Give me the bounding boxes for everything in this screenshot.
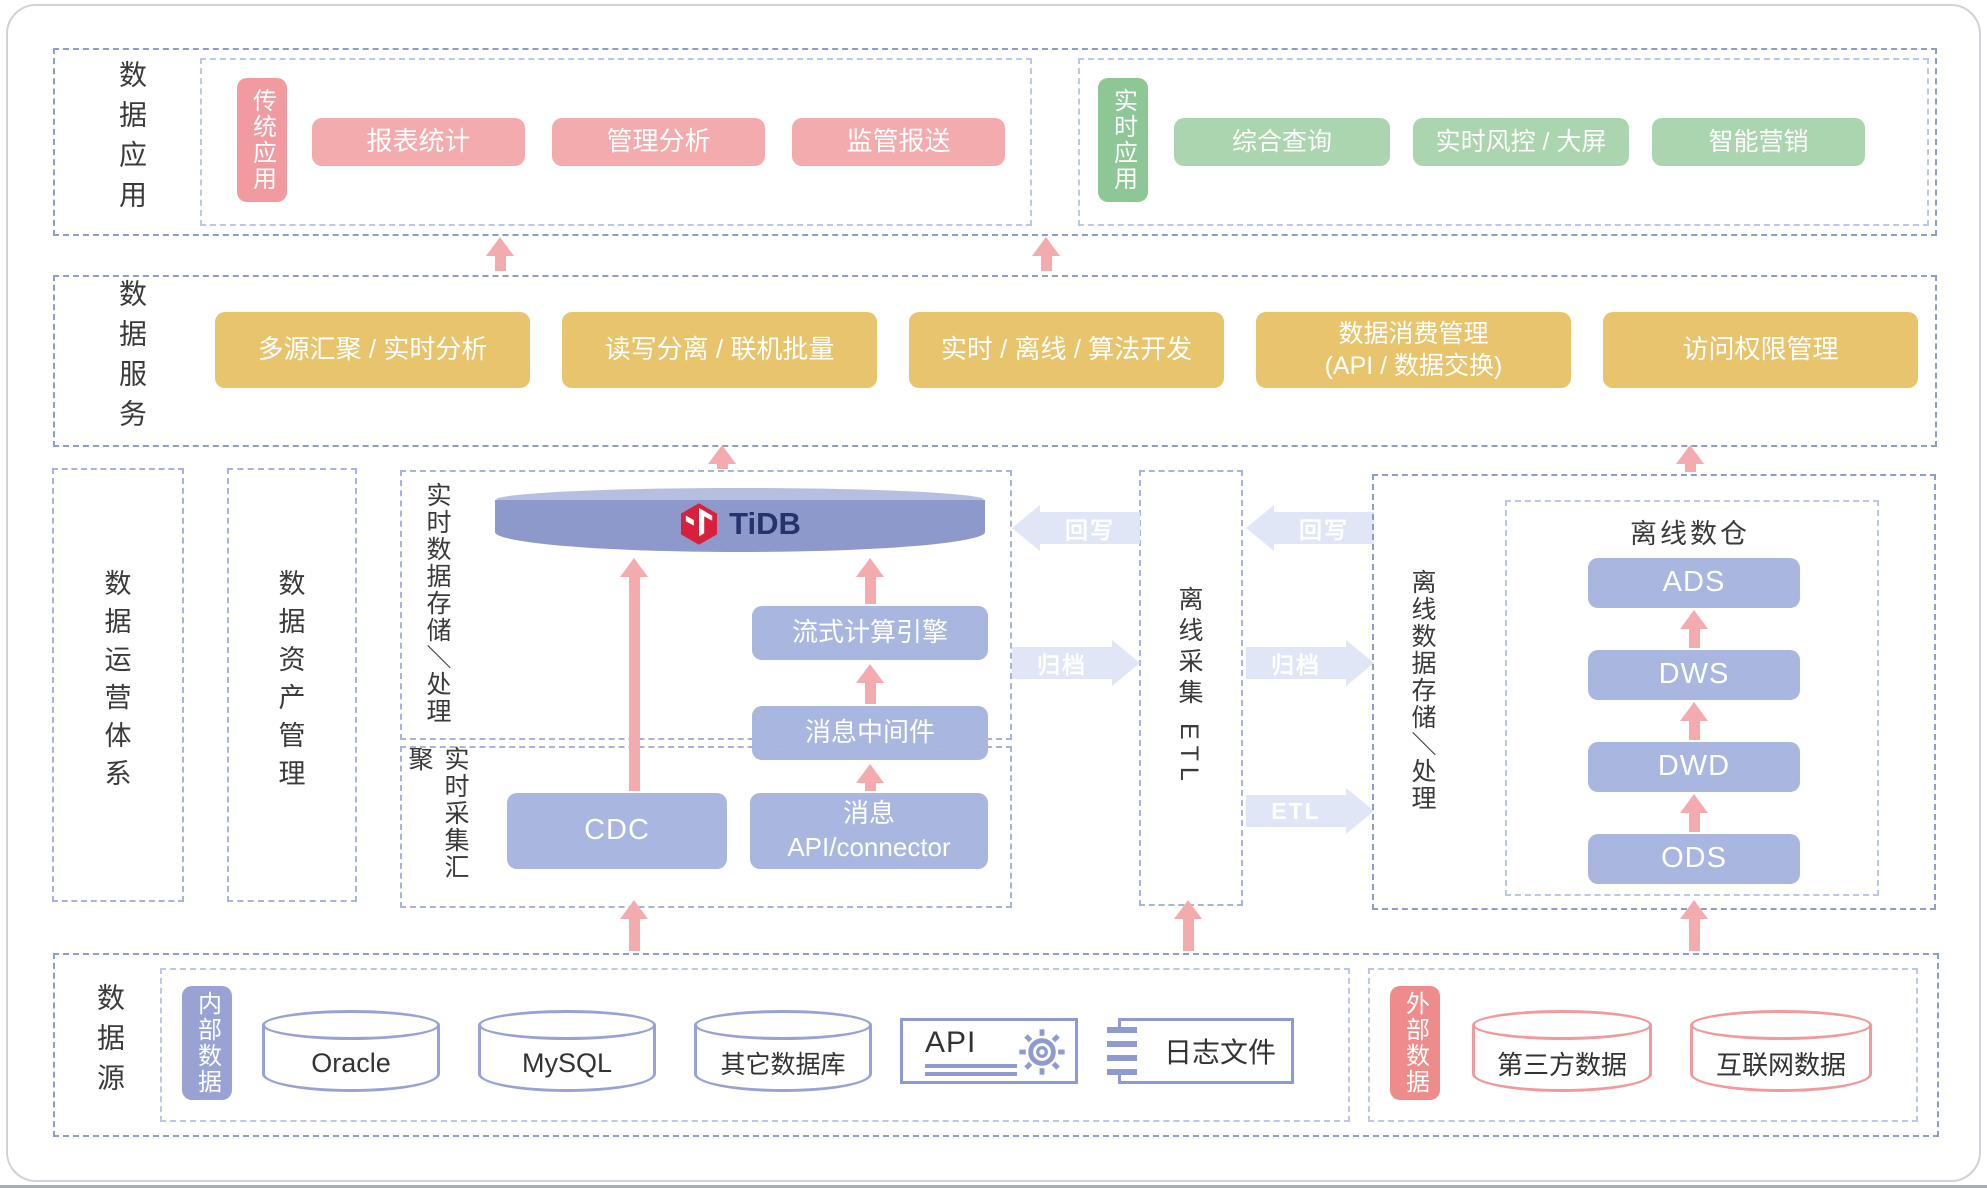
arrow-head	[486, 237, 514, 256]
data-source-section	[53, 953, 1939, 1137]
offline-warehouse-title: 离线数仓	[1630, 519, 1750, 549]
offline-etl-label: 离线采集 ETL	[1175, 585, 1203, 787]
service-button-data-consumption: 数据消费管理 (API / 数据交换)	[1256, 312, 1571, 388]
app-button-report-stats: 报表统计	[312, 118, 525, 166]
db-cylinder-thirdparty: 第三方数据	[1472, 1010, 1652, 1092]
internal-data-group	[160, 968, 1350, 1122]
arrow-stem	[494, 256, 506, 271]
realtime-storage-box	[400, 470, 1012, 740]
warehouse-layer-dws: DWS	[1588, 650, 1800, 700]
data-asset-label: 数据资产管理	[274, 569, 305, 797]
arrow-up-tidb-to-service	[708, 445, 736, 469]
arrow-up-dwd-to-dws	[1680, 702, 1708, 740]
gear-icon	[1019, 1029, 1065, 1075]
warehouse-layer-ads: ADS	[1588, 558, 1800, 608]
db-cylinder-other: 其它数据库	[694, 1010, 872, 1092]
app-button-smart-marketing: 智能营销	[1652, 118, 1865, 166]
data-application-label-text: 数据应用	[116, 60, 147, 220]
realtime-app-group	[1078, 58, 1929, 226]
db-cylinder-oracle: Oracle	[262, 1010, 440, 1092]
traditional-app-tag: 传统应用	[237, 78, 287, 202]
realtime-app-tag: 实时应用	[1098, 78, 1148, 202]
data-application-label: 数据应用	[95, 48, 167, 232]
stream-engine-button: 流式计算引擎	[752, 606, 988, 660]
message-middleware-button: 消息中间件	[752, 706, 988, 760]
api-label: API	[925, 1026, 977, 1059]
app-button-comprehensive-query: 综合查询	[1174, 118, 1390, 166]
data-asset-box	[227, 468, 357, 902]
writeback-arrow-to-tidb: 回写	[1012, 505, 1140, 551]
arrow-up-msgapi-to-middleware	[856, 764, 884, 791]
log-lines-icon	[1107, 1027, 1137, 1075]
warehouse-layer-ods: ODS	[1588, 834, 1800, 884]
arrow-up-source-to-collect	[620, 900, 648, 951]
data-operation-box	[52, 468, 184, 902]
api-text-block: API	[925, 1021, 1017, 1081]
internal-data-tag: 内部数据	[182, 986, 232, 1100]
api-underline	[925, 1072, 1017, 1076]
data-service-label-text: 数据服务	[116, 279, 147, 439]
api-underline	[925, 1064, 1017, 1068]
db-cylinder-internet: 互联网数据	[1690, 1010, 1872, 1092]
arrow-up-source-to-etl	[1174, 900, 1202, 951]
arrow-up-stream-to-tidb	[856, 558, 884, 604]
service-button-access-control: 访问权限管理	[1603, 312, 1918, 388]
tidb-label: TiDB	[729, 506, 801, 541]
service-button-readwrite-split: 读写分离 / 联机批量	[562, 312, 877, 388]
realtime-collect-box	[400, 746, 1012, 908]
tidb-logo-icon	[681, 503, 718, 545]
log-file-label: 日志文件	[1163, 1037, 1276, 1068]
arrow-up-service-to-app-right	[1032, 237, 1060, 271]
archive-arrow-to-offline: 归档	[1246, 640, 1374, 686]
cdc-button: CDC	[507, 793, 727, 869]
writeback-arrow-to-etl: 回写	[1246, 505, 1374, 551]
offline-storage-box	[1372, 474, 1936, 910]
arrow-up-ods-to-dwd	[1680, 794, 1708, 832]
log-file-box: 日志文件	[1107, 1018, 1294, 1084]
warehouse-layer-dwd: DWD	[1588, 742, 1800, 792]
cylinder-top	[262, 1010, 440, 1040]
external-data-tag: 外部数据	[1390, 986, 1440, 1100]
data-application-section	[53, 48, 1937, 236]
archive-arrow-from-tidb: 归档	[1012, 640, 1140, 686]
offline-storage-label: 离线数据存储＼处理	[1408, 568, 1436, 812]
external-data-group	[1368, 968, 1918, 1122]
arrow-up-cdc-to-tidb	[620, 558, 648, 791]
arrow-up-service-to-app-left	[486, 237, 514, 271]
realtime-collect-label: 实时采集汇聚	[405, 746, 469, 881]
arrow-stem	[1040, 256, 1052, 271]
data-service-section	[53, 275, 1937, 447]
realtime-app-tag-text: 实时应用	[1109, 88, 1137, 192]
arrow-up-offline-to-service	[1676, 445, 1704, 472]
data-service-label: 数据服务	[95, 275, 167, 443]
data-operation-label: 数据运营体系	[100, 569, 131, 797]
arrow-up-dws-to-ads	[1680, 610, 1708, 648]
offline-warehouse-box	[1505, 500, 1879, 896]
arrow-up-source-to-offline	[1680, 900, 1708, 951]
app-button-mgmt-analysis: 管理分析	[552, 118, 765, 166]
message-api-connector-button: 消息 API/connector	[750, 793, 988, 869]
etl-arrow-to-offline: ETL	[1246, 788, 1374, 834]
tidb-cylinder: TiDB	[495, 488, 985, 552]
service-button-multisource-analysis: 多源汇聚 / 实时分析	[215, 312, 530, 388]
app-button-regulatory-report: 监管报送	[792, 118, 1005, 166]
service-button-algorithm-dev: 实时 / 离线 / 算法开发	[909, 312, 1224, 388]
cylinder-body	[495, 500, 985, 552]
db-cylinder-mysql: MySQL	[478, 1010, 656, 1092]
data-source-label: 数据源	[94, 983, 125, 1103]
realtime-storage-label: 实时数据存储＼处理	[423, 481, 451, 725]
traditional-app-group	[200, 58, 1032, 226]
traditional-app-tag-text: 传统应用	[248, 88, 276, 192]
tidb-logo: TiDB	[495, 488, 985, 552]
api-source-box: API	[900, 1018, 1078, 1084]
window-bottom-edge	[0, 1185, 1987, 1188]
arrow-up-middleware-to-stream	[856, 664, 884, 704]
app-button-risk-control-dashboard: 实时风控 / 大屏	[1413, 118, 1629, 166]
arrow-head	[1032, 237, 1060, 256]
